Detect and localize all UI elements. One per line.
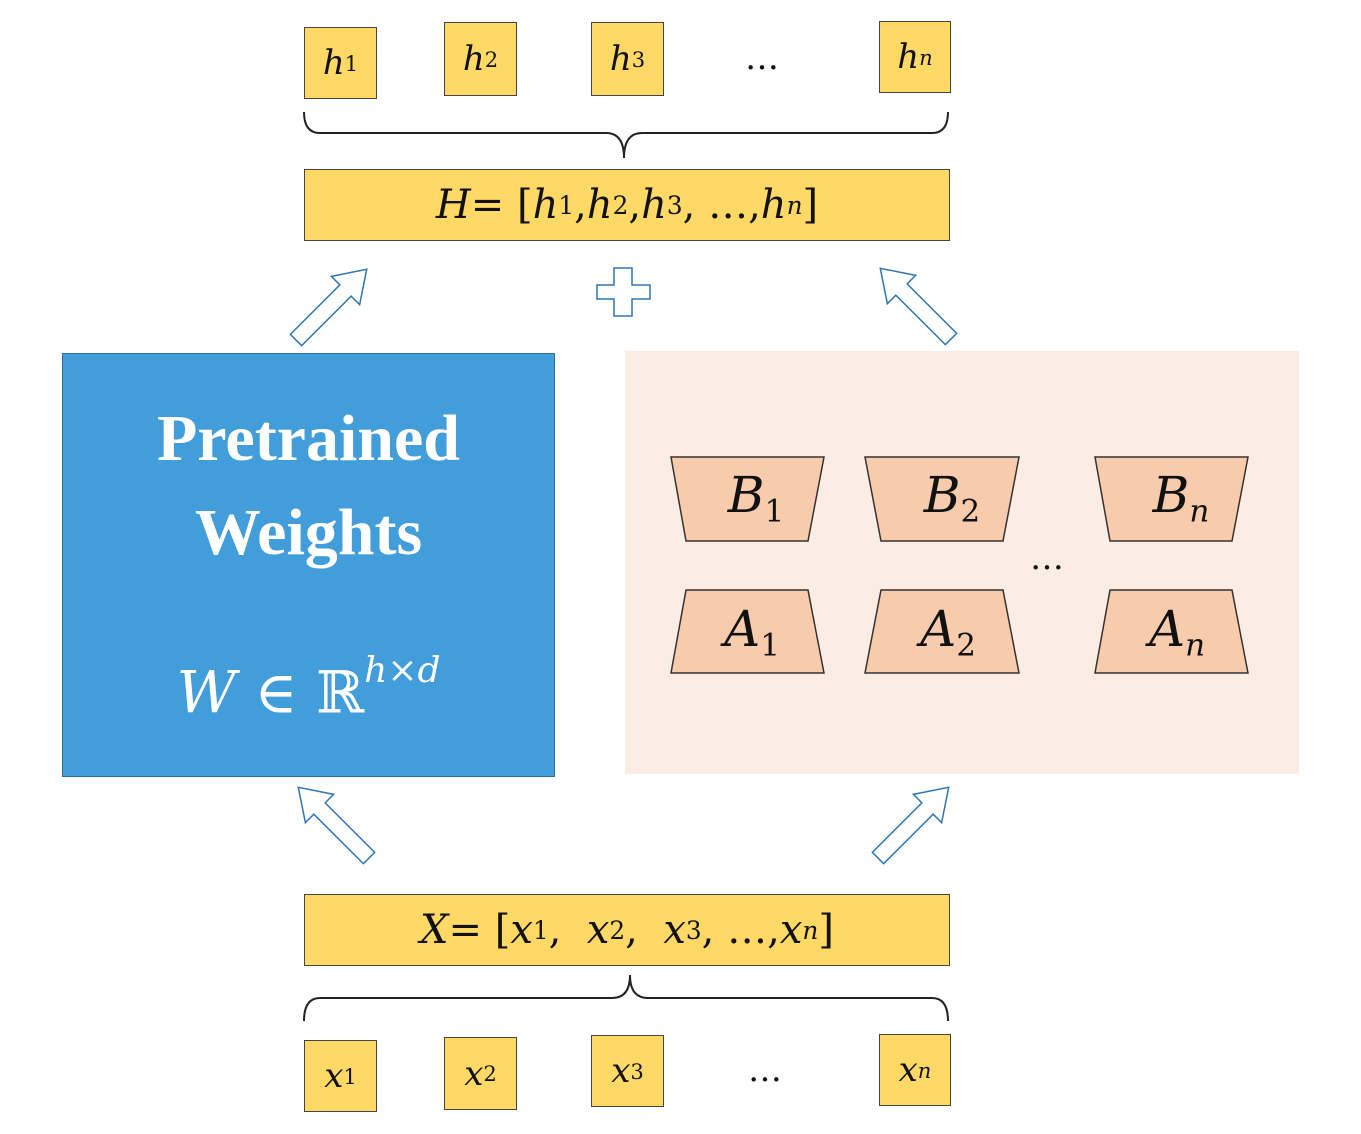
adapter-A1-label: A1 [724, 600, 780, 664]
output-token-ellipsis: … [745, 38, 781, 78]
adapter-A2 [864, 589, 1020, 674]
adapter-Bn-label: Bn [1152, 466, 1210, 530]
adapter-Bn [1094, 456, 1249, 542]
adapter-B1 [670, 456, 825, 542]
arrow-pretrained-to-output [289, 268, 368, 347]
adapter-B2-label: B2 [923, 466, 981, 530]
adapter-An-label: An [1148, 600, 1206, 664]
pretrained-weights-block [62, 353, 555, 777]
adapter-B2 [864, 456, 1020, 542]
input-brace [303, 974, 949, 1022]
pretrained-weights-formula: W ∈ ℝh×d [176, 650, 441, 727]
arrow-input-to-pretrained [297, 786, 376, 865]
plus-icon [596, 267, 651, 317]
arrow-input-to-adapters [871, 786, 950, 865]
adapter-An [1094, 589, 1249, 674]
adapter-ellipsis: … [1030, 538, 1066, 578]
adapter-A2-label: A2 [920, 600, 976, 664]
input-token-ellipsis: … [748, 1050, 784, 1090]
adapter-B1-label: B1 [727, 466, 785, 530]
adapter-panel [625, 351, 1299, 774]
arrow-adapters-to-output [879, 267, 958, 346]
adapter-A1 [670, 589, 825, 674]
output-brace [303, 111, 949, 159]
pretrained-weights-title: Pretrained Weights [156, 402, 461, 569]
